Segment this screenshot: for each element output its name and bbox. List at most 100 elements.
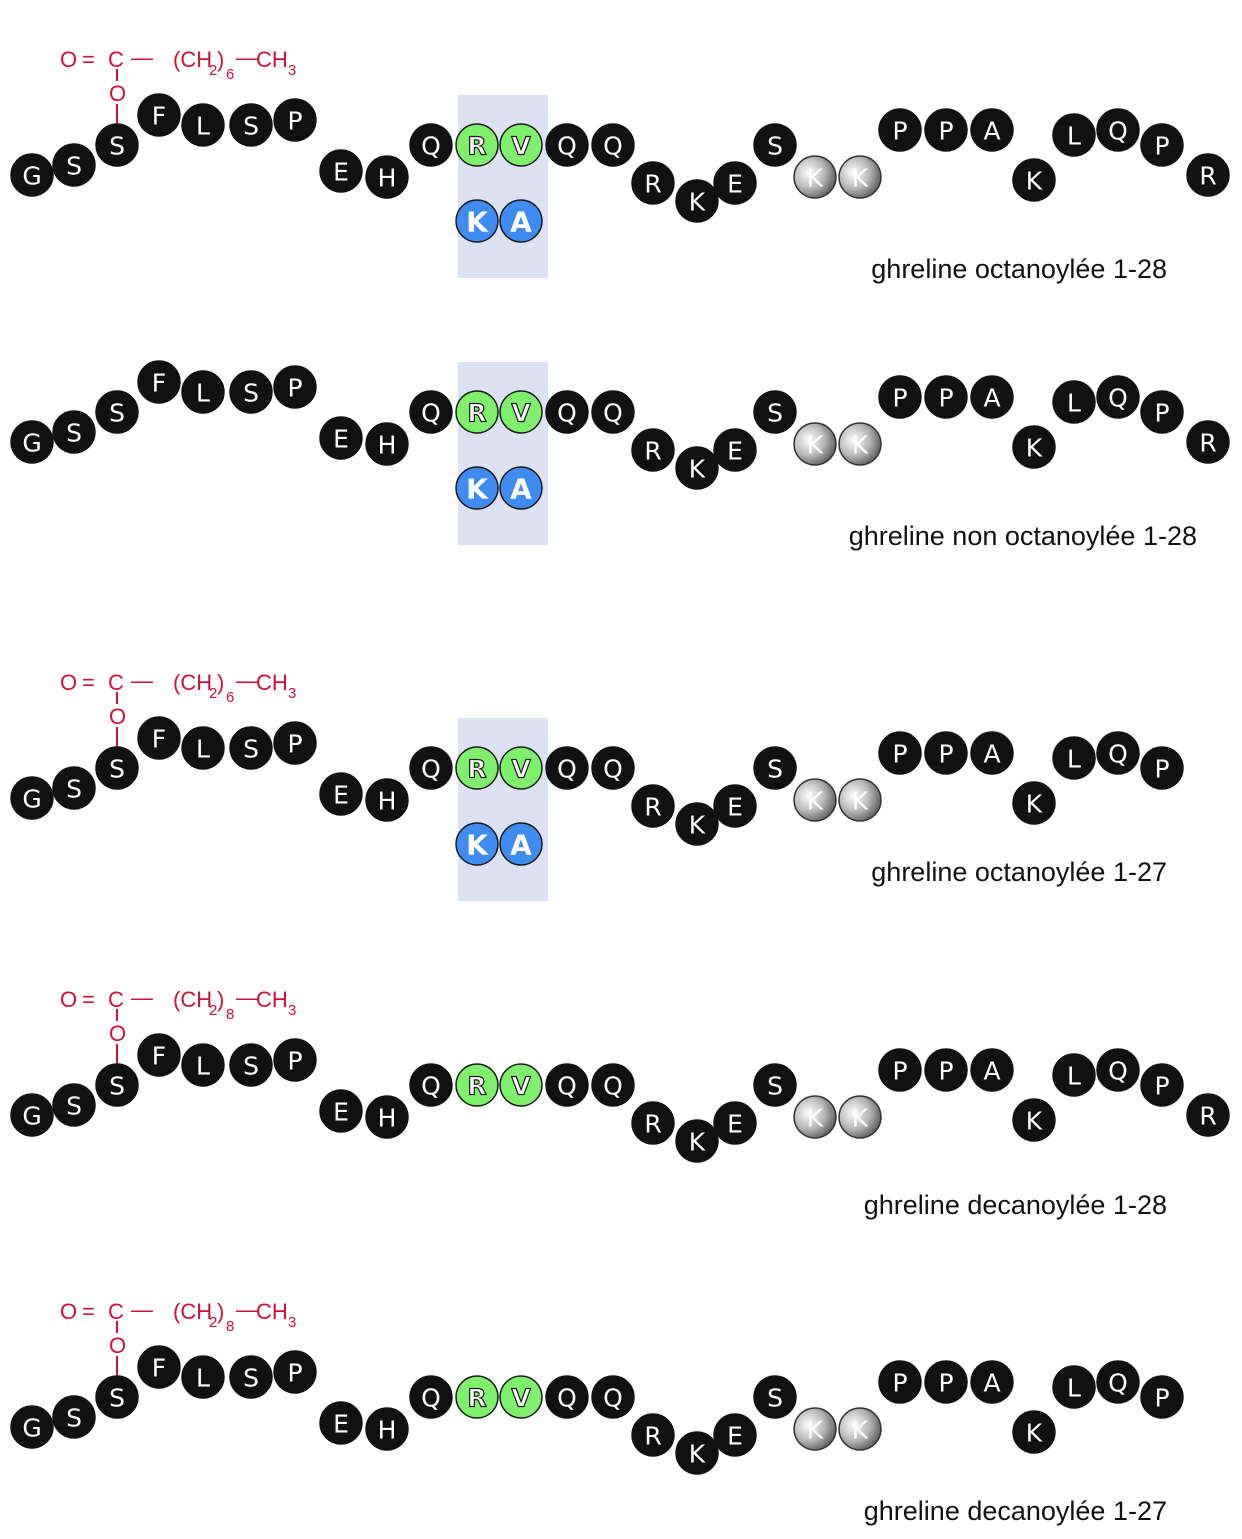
residue-R: R xyxy=(631,1413,675,1457)
residue-K: K xyxy=(793,155,837,199)
acyl-label: (CH xyxy=(173,47,212,72)
residue-circle xyxy=(10,776,54,820)
residue-S: S xyxy=(229,1043,273,1087)
residue-K: K xyxy=(1012,1098,1056,1142)
residue-circle xyxy=(878,1360,922,1404)
residue-circle xyxy=(545,1375,589,1419)
residue-Q: Q xyxy=(591,1375,635,1419)
residue-circle xyxy=(591,123,635,167)
residue-letter: S xyxy=(66,152,82,181)
residue-A: A xyxy=(970,1360,1014,1404)
residue-letter: S xyxy=(66,775,82,804)
residue-circle xyxy=(52,1083,96,1127)
residue-letter: P xyxy=(892,1057,907,1086)
residue-circle xyxy=(545,390,589,434)
residue-letter: Q xyxy=(1108,1057,1128,1086)
residue-letter: L xyxy=(196,112,210,141)
residue-letter: R xyxy=(467,1384,486,1413)
residue-letter: A xyxy=(983,1057,1000,1086)
residue-letter: Q xyxy=(603,755,623,784)
residue-letter: K xyxy=(852,787,869,816)
residue-P: P xyxy=(878,108,922,152)
residue-circle xyxy=(838,778,882,822)
residue-circle xyxy=(1012,781,1056,825)
residue-Q: Q xyxy=(591,390,635,434)
residue-K: K xyxy=(838,778,882,822)
residue-letter: K xyxy=(852,1104,869,1133)
residue-circle xyxy=(499,746,543,790)
residue-letter: K xyxy=(807,1416,824,1445)
residue-G: G xyxy=(10,776,54,820)
acyl-label: C xyxy=(108,1299,124,1324)
residue-letter: G xyxy=(22,1414,41,1443)
residue-letter: P xyxy=(287,107,302,136)
residue-circle xyxy=(924,375,968,419)
residue-P: P xyxy=(273,1038,317,1082)
residue-R: R xyxy=(631,161,675,205)
variant-letter: A xyxy=(510,829,532,862)
residue-letter: R xyxy=(467,399,486,428)
residue-circle xyxy=(499,123,543,167)
residue-R: R xyxy=(1186,1093,1230,1137)
residue-S: S xyxy=(52,1395,96,1439)
residue-letter: P xyxy=(287,1047,302,1076)
residue-letter: G xyxy=(22,162,41,191)
residue-circle xyxy=(1096,375,1140,419)
acyl-label: O xyxy=(109,1333,126,1358)
residue-letter: Q xyxy=(557,399,577,428)
residue-circle xyxy=(878,1048,922,1092)
residue-circle xyxy=(95,123,139,167)
residue-circle xyxy=(924,731,968,775)
residue-K: K xyxy=(838,1095,882,1139)
residue-S: S xyxy=(95,746,139,790)
residue-circle xyxy=(924,108,968,152)
residue-circle xyxy=(1012,158,1056,202)
residue-R: R xyxy=(1186,153,1230,197)
residue-E: E xyxy=(319,772,363,816)
variant-circle xyxy=(455,466,499,510)
residue-letter: P xyxy=(938,740,953,769)
residue-E: E xyxy=(319,1401,363,1445)
residue-letter: E xyxy=(727,1110,743,1139)
residue-Q: Q xyxy=(1096,731,1140,775)
residue-V: V xyxy=(499,1375,543,1419)
residue-circle xyxy=(409,746,453,790)
residue-circle xyxy=(52,766,96,810)
residue-L: L xyxy=(1052,113,1096,157)
residue-circle xyxy=(1140,1375,1184,1419)
residue-letter: F xyxy=(152,1042,166,1071)
residue-letter: K xyxy=(1026,1107,1043,1136)
residue-K: K xyxy=(675,802,719,846)
residue-P: P xyxy=(273,1350,317,1394)
acyl-label: 3 xyxy=(288,1314,296,1331)
mutation-highlight-box xyxy=(458,362,548,545)
residue-circle xyxy=(924,1360,968,1404)
residue-P: P xyxy=(878,731,922,775)
residue-letter: R xyxy=(644,170,661,199)
residue-circle xyxy=(52,410,96,454)
acyl-label: O xyxy=(60,1299,77,1324)
residue-letter: E xyxy=(727,793,743,822)
residue-letter: L xyxy=(196,379,210,408)
residue-letter: S xyxy=(66,1404,82,1433)
residue-letter: P xyxy=(938,384,953,413)
residue-letter: S xyxy=(243,735,259,764)
residue-P: P xyxy=(878,1360,922,1404)
acyl-label: O xyxy=(60,670,77,695)
acyl-label: O xyxy=(109,704,126,729)
residue-P: P xyxy=(878,1048,922,1092)
variant-circle xyxy=(499,822,543,866)
residue-K: K xyxy=(793,1407,837,1451)
residue-circle xyxy=(545,123,589,167)
residue-circle xyxy=(409,123,453,167)
residue-letter: F xyxy=(152,1354,166,1383)
residue-letter: V xyxy=(511,1384,531,1413)
residue-V: V xyxy=(499,746,543,790)
residue-circle xyxy=(1052,1053,1096,1097)
residue-letter: K xyxy=(807,787,824,816)
